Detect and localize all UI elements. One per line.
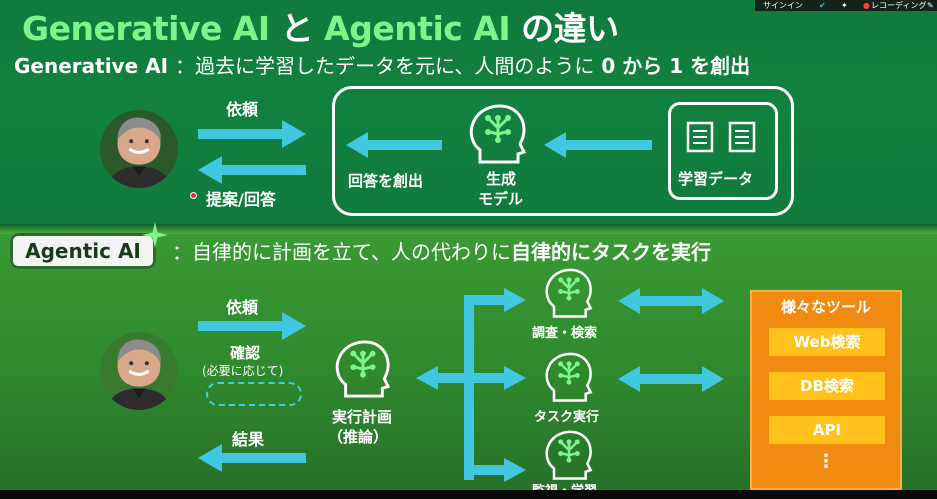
agentic-emphasis: 自律的にタスクを実行 — [511, 240, 711, 264]
cursor-indicator — [190, 192, 197, 199]
generative-tag: Generative AI — [14, 54, 169, 78]
result-arrow — [198, 444, 306, 472]
branch-arrows — [416, 288, 526, 482]
data-input-arrow — [544, 132, 652, 158]
generative-desc: ：過去に学習したデータを元に、人間のように — [175, 54, 595, 78]
user-avatar-agentic — [100, 332, 178, 410]
record-dot-icon: ● — [863, 1, 870, 10]
ai-head-icon-research — [545, 268, 593, 318]
response-arrow-generative — [198, 156, 306, 184]
training-data-label: 学習データ — [678, 170, 754, 188]
request-label-agentic: 依頼 — [226, 298, 259, 317]
tool-db-search: DB検索 — [769, 372, 885, 400]
model-label-line2: モデル — [478, 190, 524, 208]
tool-api: API — [769, 416, 885, 444]
document-icon-2 — [728, 121, 756, 153]
agent-label-task: タスク実行 — [534, 410, 600, 425]
ai-head-icon-generative — [469, 104, 527, 164]
confirm-dashed-arrow — [206, 382, 302, 406]
generative-system-box — [332, 86, 794, 216]
user-avatar-generative — [100, 110, 178, 188]
tool-arrow-1 — [618, 288, 724, 314]
section-divider — [0, 224, 937, 234]
plan-label-line2: （推論） — [328, 428, 389, 446]
ai-head-icon-planner — [335, 340, 391, 398]
training-data-box — [668, 102, 778, 200]
request-arrow-agentic — [198, 312, 306, 340]
confirm-note: (必要に応じて) — [202, 364, 284, 378]
ai-head-icon-task — [545, 352, 593, 402]
title-agentic: Agentic AI — [324, 9, 511, 48]
generative-heading: Generative AI ：過去に学習したデータを元に、人間のように 0 から… — [14, 50, 750, 79]
agentic-desc: ：自律的に計画を立て、人の代わりに — [172, 240, 511, 264]
model-label-line1: 生成 — [486, 170, 517, 188]
page-title: Generative AI と Agentic AI の違い — [22, 2, 619, 50]
tools-title: 様々なツール — [780, 298, 871, 316]
request-arrow-generative — [198, 120, 306, 148]
sparkle-icon-agentic — [142, 222, 168, 248]
sparkle-icon: ✦ — [841, 1, 848, 10]
result-label: 結果 — [232, 430, 265, 449]
confirm-label: 確認 — [230, 344, 261, 362]
title-connector: と — [269, 9, 325, 48]
ai-head-icon-monitor — [545, 430, 593, 480]
pin-icon[interactable]: ✎ — [927, 1, 934, 10]
output-label: 回答を創出 — [348, 172, 424, 190]
request-label-generative: 依頼 — [226, 100, 259, 119]
response-label-generative: 提案/回答 — [206, 190, 276, 209]
agent-label-research: 調査・検索 — [532, 326, 598, 341]
output-arrow — [346, 132, 442, 158]
recording-label[interactable]: レコーディング — [871, 1, 927, 10]
plan-label-line1: 実行計画 — [332, 408, 393, 426]
bottom-strip — [0, 490, 937, 499]
title-suffix: の違い — [510, 9, 619, 48]
title-generative: Generative AI — [22, 9, 270, 48]
agentic-tag: Agentic AI — [10, 233, 156, 269]
tools-panel: 様々なツール Web検索 DB検索 API ⋮ — [750, 290, 902, 490]
document-icon-1 — [686, 121, 714, 153]
agentic-heading: ：自律的に計画を立て、人の代わりに自律的にタスクを実行 — [172, 236, 711, 265]
tool-web-search: Web検索 — [769, 328, 885, 356]
shield-check-icon: ✔ — [819, 1, 826, 10]
tool-arrow-2 — [618, 366, 724, 392]
generative-emphasis: 0 から 1 を創出 — [601, 54, 751, 78]
signin-link[interactable]: サインイン — [763, 1, 803, 10]
meeting-topbar: サインイン ✔ ✦ ● レコーディング ✎ — [755, 0, 937, 11]
tools-more: ⋮ — [817, 451, 835, 472]
